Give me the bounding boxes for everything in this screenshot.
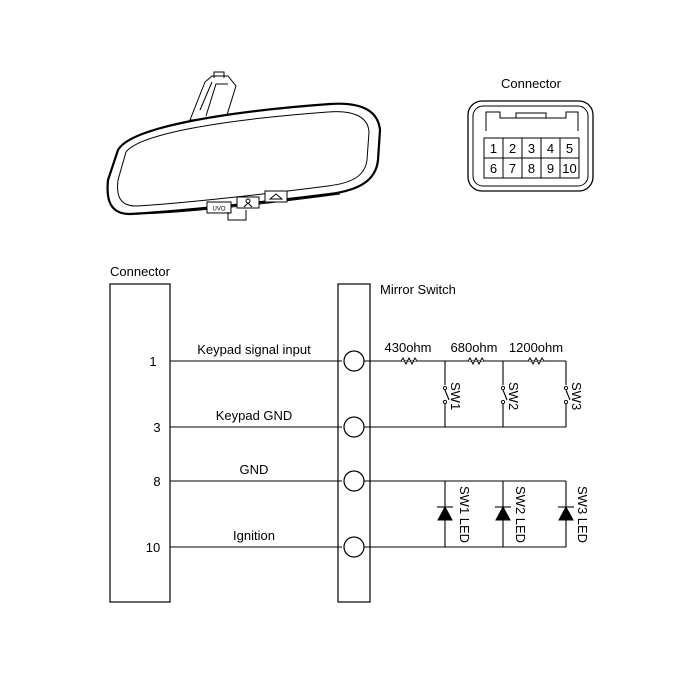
connector-pin-3: 3 — [528, 141, 535, 156]
signal-keypad-gnd: Keypad GND — [216, 408, 293, 423]
pin-number-10: 10 — [146, 540, 160, 555]
switch-label-sw1: SW1 — [448, 382, 463, 410]
terminal-pin-1 — [343, 350, 365, 372]
connector-face-view: Connector 1 2 3 4 5 6 7 8 9 10 — [467, 76, 594, 192]
terminal-pin-3 — [343, 416, 365, 438]
connector-pin-7: 7 — [509, 161, 516, 176]
led-label-sw2: SW2 LED — [513, 486, 528, 543]
terminal-pin-10 — [343, 536, 365, 558]
pin-number-1: 1 — [149, 354, 156, 369]
led-sw1 — [437, 481, 453, 547]
switch-sw1 — [442, 361, 450, 427]
pin-number-8: 8 — [153, 474, 160, 489]
connector-pin-6: 6 — [490, 161, 497, 176]
resistor-label-430: 430ohm — [385, 340, 432, 355]
switch-sw2 — [500, 361, 508, 427]
wrench-icon — [268, 193, 284, 200]
led-label-sw3: SW3 LED — [575, 486, 590, 543]
connector-pin-10: 10 — [562, 161, 576, 176]
signal-ignition: Ignition — [233, 528, 275, 543]
connector-pin-1: 1 — [490, 141, 497, 156]
pin-number-3: 3 — [153, 420, 160, 435]
rearview-mirror-illustration: UVO — [106, 71, 382, 221]
mirror-button-uvo: UVO — [206, 201, 232, 214]
switch-label-sw2: SW2 — [506, 382, 521, 410]
led-sw3 — [558, 481, 574, 547]
signal-gnd: GND — [240, 462, 269, 477]
connector-view-title: Connector — [501, 76, 562, 91]
resistor-1200 — [527, 356, 545, 366]
led-label-sw1: SW1 LED — [457, 486, 472, 543]
connector-pin-8: 8 — [528, 161, 535, 176]
terminal-pin-8 — [343, 470, 365, 492]
schematic-connector-title: Connector — [110, 264, 171, 279]
switch-sw3 — [563, 361, 571, 427]
connector-pin-5: 5 — [566, 141, 573, 156]
resistor-label-1200: 1200ohm — [509, 340, 563, 355]
mirror-button-3 — [264, 190, 288, 203]
connector-pin-2: 2 — [509, 141, 516, 156]
mirror-switch-title: Mirror Switch — [380, 282, 456, 297]
mirror-button-uvo-label: UVO — [212, 207, 225, 213]
connector-pin-9: 9 — [547, 161, 554, 176]
switch-label-sw3: SW3 — [569, 382, 584, 410]
mirror-button-2 — [236, 196, 260, 209]
schematic: Connector Mirror Switch 1 3 8 10 Keypad … — [109, 264, 590, 603]
resistor-label-680: 680ohm — [451, 340, 498, 355]
connector-pin-4: 4 — [547, 141, 554, 156]
signal-keypad-input: Keypad signal input — [197, 342, 311, 357]
resistor-430 — [400, 356, 418, 366]
led-sw2 — [495, 481, 511, 547]
resistor-680 — [467, 356, 485, 366]
schematic-connector-block — [109, 283, 171, 603]
